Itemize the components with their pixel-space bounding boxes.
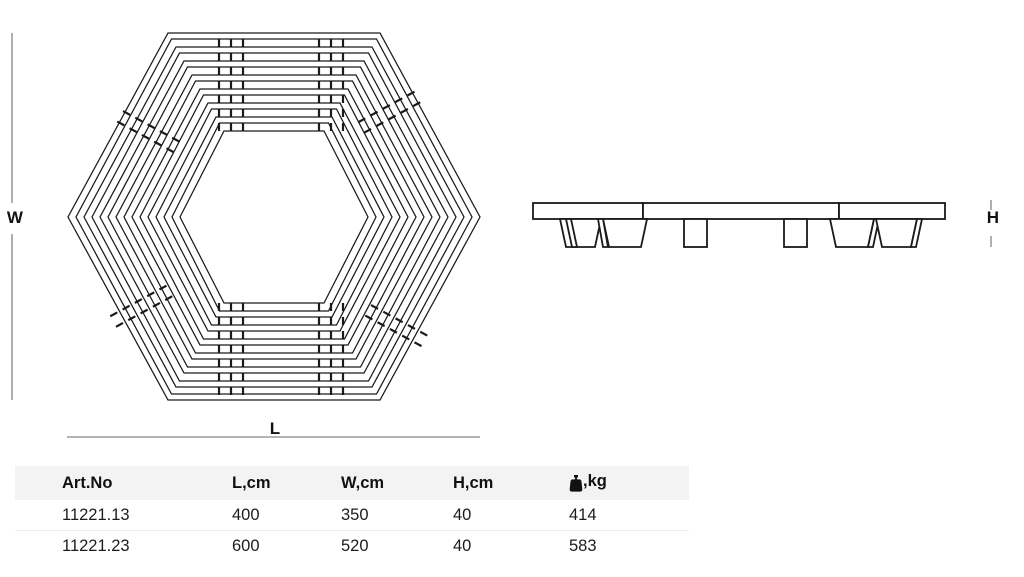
table-header: Art.No L,cm W,cm H,cm ,kg xyxy=(15,466,689,500)
dimension-label-l: L xyxy=(269,419,281,438)
cell-length: 600 xyxy=(227,530,337,561)
column-header-weight-label: ,kg xyxy=(583,471,607,490)
cell-length: 400 xyxy=(232,505,260,524)
cell-height: 40 xyxy=(449,530,565,561)
column-header-height: H,cm xyxy=(453,473,494,492)
weight-icon xyxy=(569,474,583,492)
cell-art-no: 11221.13 xyxy=(62,505,130,524)
column-header-width: W,cm xyxy=(341,473,385,492)
dimension-label-w: W xyxy=(6,208,24,227)
hexagon-fastener-ticks xyxy=(109,39,428,395)
cell-width: 520 xyxy=(337,530,449,561)
cell-weight: 583 xyxy=(565,530,689,561)
table-header-row: Art.No L,cm W,cm H,cm ,kg xyxy=(15,466,689,500)
table-row: 11221.23 600 520 40 583 xyxy=(15,530,689,561)
cell-art-no: 11221.23 xyxy=(15,530,227,561)
cell-weight: 414 xyxy=(569,505,597,524)
cell-height: 40 xyxy=(453,505,472,524)
dimension-label-h: H xyxy=(986,208,1000,227)
table-body: 11221.13 400 350 40 414 11221.23 600 520… xyxy=(15,500,689,561)
technical-drawing xyxy=(11,32,992,438)
column-header-length: L,cm xyxy=(232,473,271,492)
cell-width: 350 xyxy=(341,505,369,524)
column-header-art-no: Art.No xyxy=(62,473,113,492)
pallet-specifications-table: Art.No L,cm W,cm H,cm ,kg xyxy=(15,466,689,561)
pallet-side-elevation xyxy=(532,202,946,248)
column-header-weight: ,kg xyxy=(565,466,689,500)
table-row: 11221.13 400 350 40 414 xyxy=(15,500,689,531)
